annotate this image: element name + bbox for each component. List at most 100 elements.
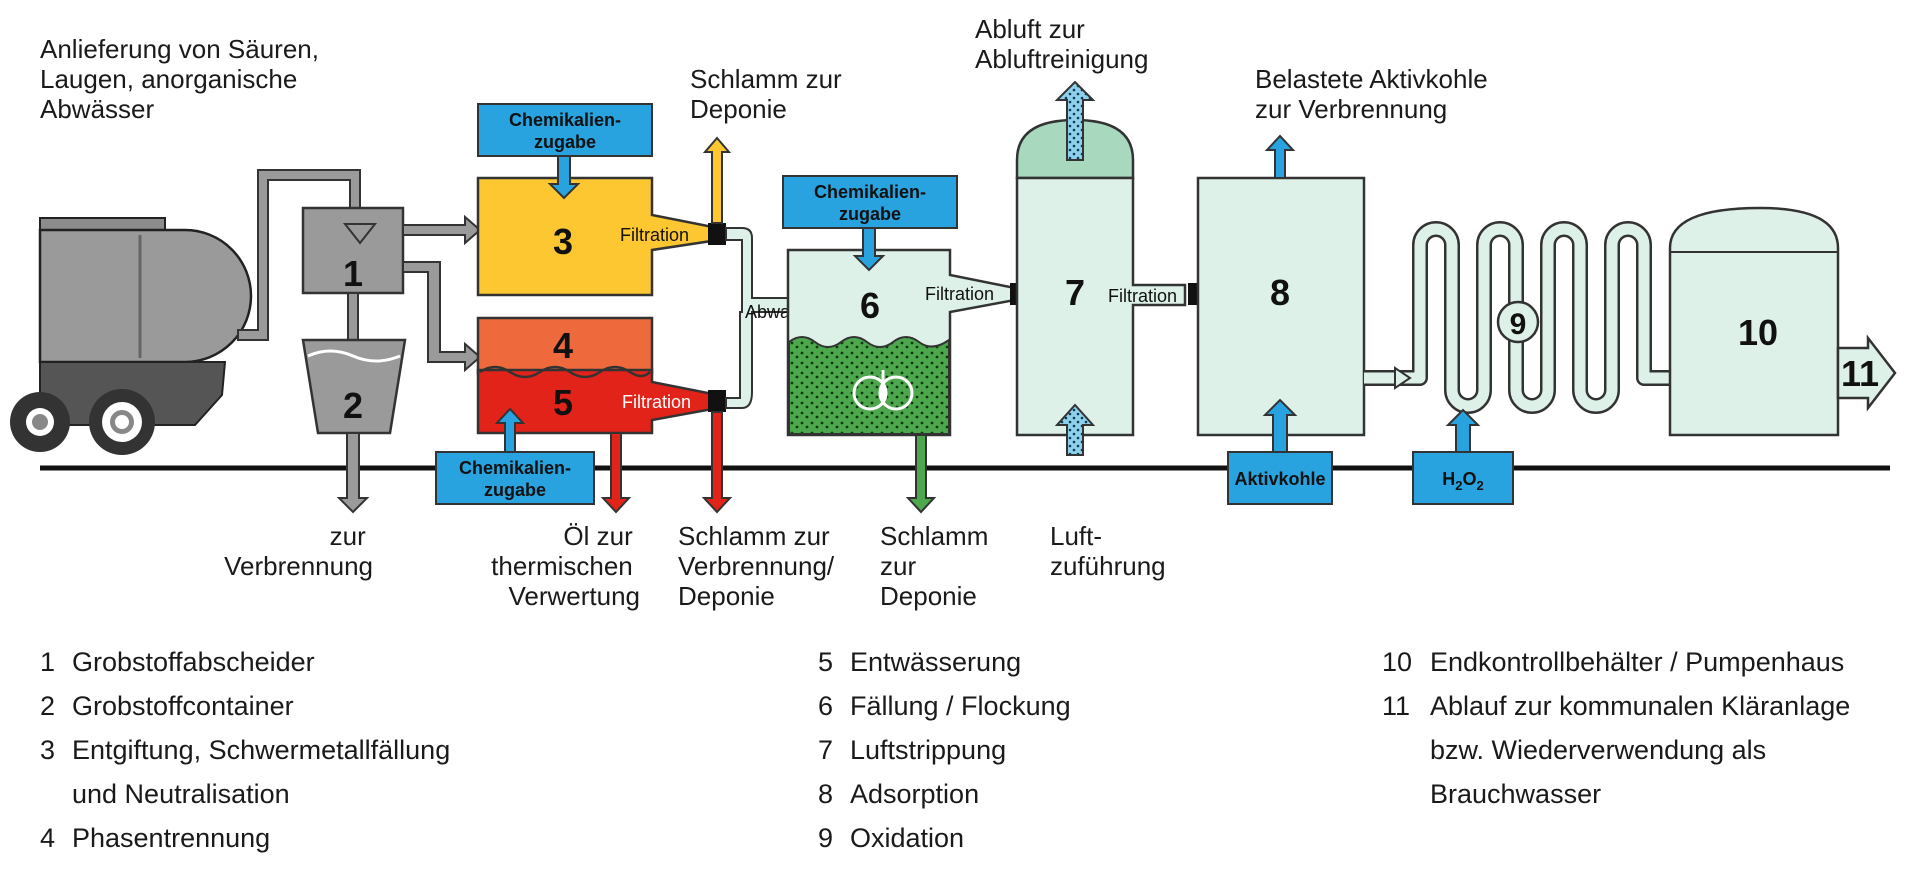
legend-item-number: 11 xyxy=(1382,691,1411,721)
svg-text:zugabe: zugabe xyxy=(534,132,596,152)
legend-item: 5 Entwässerung xyxy=(818,640,1071,684)
legend-item-number: 6 xyxy=(818,691,834,721)
legend-item-text: Ablauf zur kommunalen Kläranlage xyxy=(1430,691,1851,721)
arrow-to-stage-3 xyxy=(402,214,482,246)
legend-item: und Neutralisation xyxy=(40,772,450,816)
stage-11-number: 11 xyxy=(1841,353,1879,394)
activated-carbon-box xyxy=(1227,451,1333,505)
stage-7-column xyxy=(1015,176,1187,437)
arrow-activated-carbon xyxy=(1262,398,1298,453)
chem-box-2: Chemikalien- zugabe xyxy=(782,175,958,272)
filtration-label-6: Filtration xyxy=(925,284,994,304)
stage-7-number: 7 xyxy=(1065,272,1085,313)
activated-carbon-label: Aktivkohle xyxy=(1234,469,1325,489)
tanker-truck xyxy=(10,217,253,455)
stage-10-number: 10 xyxy=(1738,312,1778,353)
incineration-label: zur Verbrennung xyxy=(224,521,373,581)
arrow-to-stage-5 xyxy=(402,261,482,373)
filtration-label-3: Filtration xyxy=(620,225,689,245)
legend-item-number: 2 xyxy=(40,691,56,721)
stage-10-tank xyxy=(1668,206,1840,437)
stage-11-outlet xyxy=(1836,334,1897,412)
legend-item-number: 9 xyxy=(818,823,834,853)
stage-5-number: 5 xyxy=(553,382,573,423)
legend-item-number: 5 xyxy=(818,647,834,677)
sludge-burn-label: Schlamm zur Verbrennung/ Deponie xyxy=(678,521,841,611)
svg-text:Chemikalien-: Chemikalien- xyxy=(814,182,926,202)
arrow-oil xyxy=(600,432,632,514)
carbon-burn-label: Belastete Aktivkohle zur Verbrennung xyxy=(1255,64,1495,124)
floc-icon xyxy=(852,370,914,411)
arrow-exhaust xyxy=(1054,80,1096,161)
legend-item-text: Grobstoffabscheider xyxy=(72,647,315,677)
coil-inlet-arrow xyxy=(1394,366,1412,390)
wastewater-pipe xyxy=(725,227,840,409)
arrow-h2o2 xyxy=(1445,408,1481,453)
inlet-arrow xyxy=(342,223,378,245)
legend-item-text: und Neutralisation xyxy=(72,779,290,809)
stage-1-box xyxy=(301,206,405,295)
chem-box-3: Chemikalien- zugabe xyxy=(435,407,595,505)
stage-9-marker xyxy=(1496,300,1540,344)
stage-2-container xyxy=(301,338,407,435)
process-diagram: 1 2 3 Filtration 4 5 Filtration Chemikal… xyxy=(10,14,1897,611)
legend-item: 6 Fällung / Flockung xyxy=(818,684,1071,728)
arrow-incineration xyxy=(336,432,370,514)
legend-column-3: 10 Endkontrollbehälter / Pumpenhaus 11 Abla… xyxy=(1382,640,1850,816)
legend-item-text: Fällung / Flockung xyxy=(850,691,1071,721)
h2o2-box xyxy=(1412,451,1514,505)
legend-item-text: Adsorption xyxy=(850,779,980,809)
chem-box-1: Chemikalien- zugabe xyxy=(477,103,653,200)
stage-4-number: 4 xyxy=(553,325,573,366)
legend-item-number: 1 xyxy=(40,647,56,677)
legend-item-number: 4 xyxy=(40,823,56,853)
sludge-landfill-bottom-label: Schlamm zur Deponie xyxy=(880,521,996,611)
legend-item-text: Endkontrollbehälter / Pumpenhaus xyxy=(1430,647,1845,677)
legend-item-number xyxy=(40,772,72,816)
legend-item: 1 Grobstoffabscheider xyxy=(40,640,450,684)
stage-1-number: 1 xyxy=(343,253,363,294)
legend-item-number xyxy=(1382,772,1430,816)
legend-item-text: bzw. Wiederverwendung als xyxy=(1430,735,1767,765)
stage-9-number: 9 xyxy=(1510,308,1527,341)
legend-item: 2 Grobstoffcontainer xyxy=(40,684,450,728)
sludge-landfill-top-label: Schlamm zur Deponie xyxy=(690,64,849,124)
legend-item: 11 Ablauf zur kommunalen Kläranlage xyxy=(1382,684,1850,728)
legend-item: Brauchwasser xyxy=(1382,772,1850,816)
stage-8-number: 8 xyxy=(1270,272,1290,313)
legend-item: 4 Phasentrennung xyxy=(40,816,450,860)
filter-3 xyxy=(708,223,726,245)
legend-item-text: Grobstoffcontainer xyxy=(72,691,294,721)
legend-item-text: Luftstrippung xyxy=(850,735,1007,765)
legend-item-text: Entgiftung, Schwermetallfällung xyxy=(72,735,451,765)
stage-8-tank xyxy=(1196,176,1366,437)
filtration-label-7: Filtration xyxy=(1108,286,1177,306)
legend-column-2: 5 Entwässerung 6 Fällung / Flockung 7 Luftstr… xyxy=(818,640,1071,860)
legend-item-number xyxy=(1382,728,1430,772)
stage-4-layer xyxy=(476,316,654,375)
stage-6-number: 6 xyxy=(860,285,880,326)
stage-3-number: 3 xyxy=(553,221,573,262)
legend-item: 7 Luftstrippung xyxy=(818,728,1071,772)
svg-text:zugabe: zugabe xyxy=(484,480,546,500)
legend-item-text: Phasentrennung xyxy=(72,823,271,853)
legend-item-text: Brauchwasser xyxy=(1430,779,1602,809)
arrow-sludge-burn xyxy=(701,411,733,514)
arrow-air-supply xyxy=(1054,403,1096,456)
legend-item-number: 10 xyxy=(1382,647,1413,677)
stage-6-sludge xyxy=(788,336,950,435)
legend-column-1: 1 Grobstoffabscheider 2 Grobstoffcontainer 3… xyxy=(40,640,450,860)
arrow-sludge-landfill-yellow xyxy=(702,136,732,224)
delivery-label: Anlieferung von Säuren, Laugen, anorgani… xyxy=(40,34,326,124)
filter-5 xyxy=(708,390,726,412)
svg-text:Chemikalien-: Chemikalien- xyxy=(509,110,621,130)
legend-item: 10 Endkontrollbehälter / Pumpenhaus xyxy=(1382,640,1850,684)
legend-item-number: 7 xyxy=(818,735,834,765)
legend-item-text: Entwässerung xyxy=(850,647,1022,677)
svg-text:zugabe: zugabe xyxy=(839,204,901,224)
exhaust-label: Abluft zur Abluftreinigung xyxy=(975,14,1148,74)
oil-label: Öl zur thermischen Verwertung xyxy=(491,521,640,611)
